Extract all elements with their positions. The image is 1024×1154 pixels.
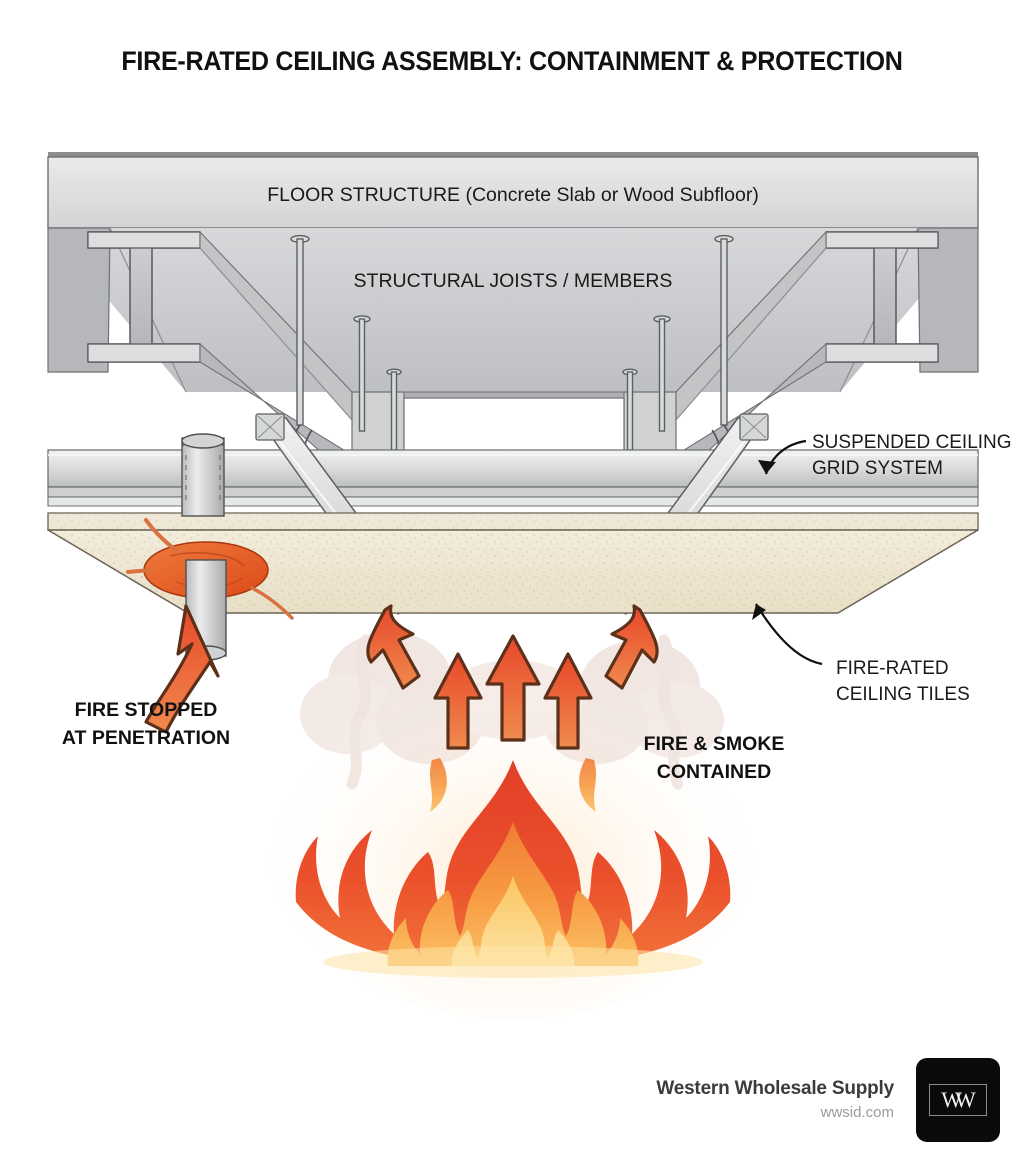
footer-branding: Western Wholesale Supply wwsid.com WW [656, 1058, 1000, 1142]
page-title: FIRE-RATED CEILING ASSEMBLY: CONTAINMENT… [0, 46, 1024, 77]
hanger-rods [290, 234, 734, 451]
hanger-rod [653, 315, 671, 432]
suspended-grid-label-line1: SUSPENDED CEILING [812, 432, 1012, 453]
plenum-cavity [47, 227, 979, 393]
fire-rated-tiles-label-line1: FIRE-RATED [836, 658, 949, 679]
logo-frame: WW [929, 1084, 987, 1116]
contained-label-line2: CONTAINED [657, 761, 771, 783]
callout-arrowheads [752, 460, 776, 620]
up-arrow-center [485, 634, 541, 742]
firestop-arrow [144, 604, 220, 734]
deflect-arrow-left [366, 604, 421, 690]
up-arrow-inner-left [433, 652, 483, 750]
flame-graphic [295, 758, 731, 978]
joist-right [825, 231, 939, 363]
deflect-arrow-right [604, 604, 659, 690]
fire-stopped-label-line2: AT PENETRATION [62, 727, 230, 749]
page-title-text: FIRE-RATED CEILING ASSEMBLY: CONTAINMENT… [121, 46, 903, 76]
containment-arrows [144, 604, 659, 750]
structural-joists-label: STRUCTURAL JOISTS / MEMBERS [354, 270, 673, 292]
footer-text-block: Western Wholesale Supply wwsid.com [656, 1078, 894, 1121]
leader-fire-rated-tiles [755, 603, 823, 666]
logo-monogram: WW [941, 1087, 975, 1112]
contained-label-line1: FIRE & SMOKE [644, 733, 785, 755]
up-arrow-inner-right [543, 652, 593, 750]
brand-url: wwsid.com [820, 1103, 894, 1121]
floor-structure-label: FLOOR STRUCTURE (Concrete Slab or Wood S… [267, 184, 759, 206]
suspended-grid-label-line2: GRID SYSTEM [812, 458, 943, 479]
company-logo: WW [916, 1058, 1000, 1142]
fire-rated-tiles-label-line2: CEILING TILES [836, 684, 970, 705]
hanger-rod [353, 315, 371, 432]
brand-name: Western Wholesale Supply [656, 1078, 894, 1100]
fire-stopped-label-line1: FIRE STOPPED [75, 699, 218, 721]
floor-structure: FLOOR STRUCTURE (Concrete Slab or Wood S… [47, 152, 979, 229]
